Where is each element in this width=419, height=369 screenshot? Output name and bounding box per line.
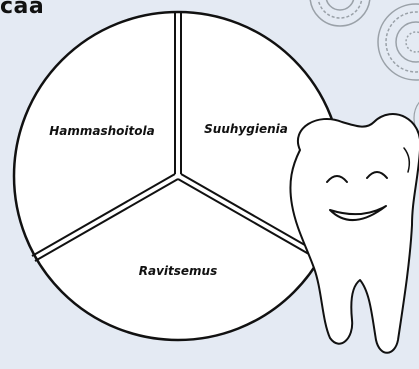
decorative-seal-right bbox=[378, 4, 419, 80]
tooth-mascot-illustration bbox=[290, 114, 419, 353]
segment-label-hammashoitola: Hammashoitola bbox=[49, 124, 154, 138]
segment-label-suuhygienia: Suuhygienia bbox=[204, 122, 288, 136]
segment-label-ravitsemus: Ravitsemus bbox=[139, 264, 217, 278]
tooth-body bbox=[290, 114, 419, 353]
decorative-seal-left bbox=[310, 0, 370, 26]
